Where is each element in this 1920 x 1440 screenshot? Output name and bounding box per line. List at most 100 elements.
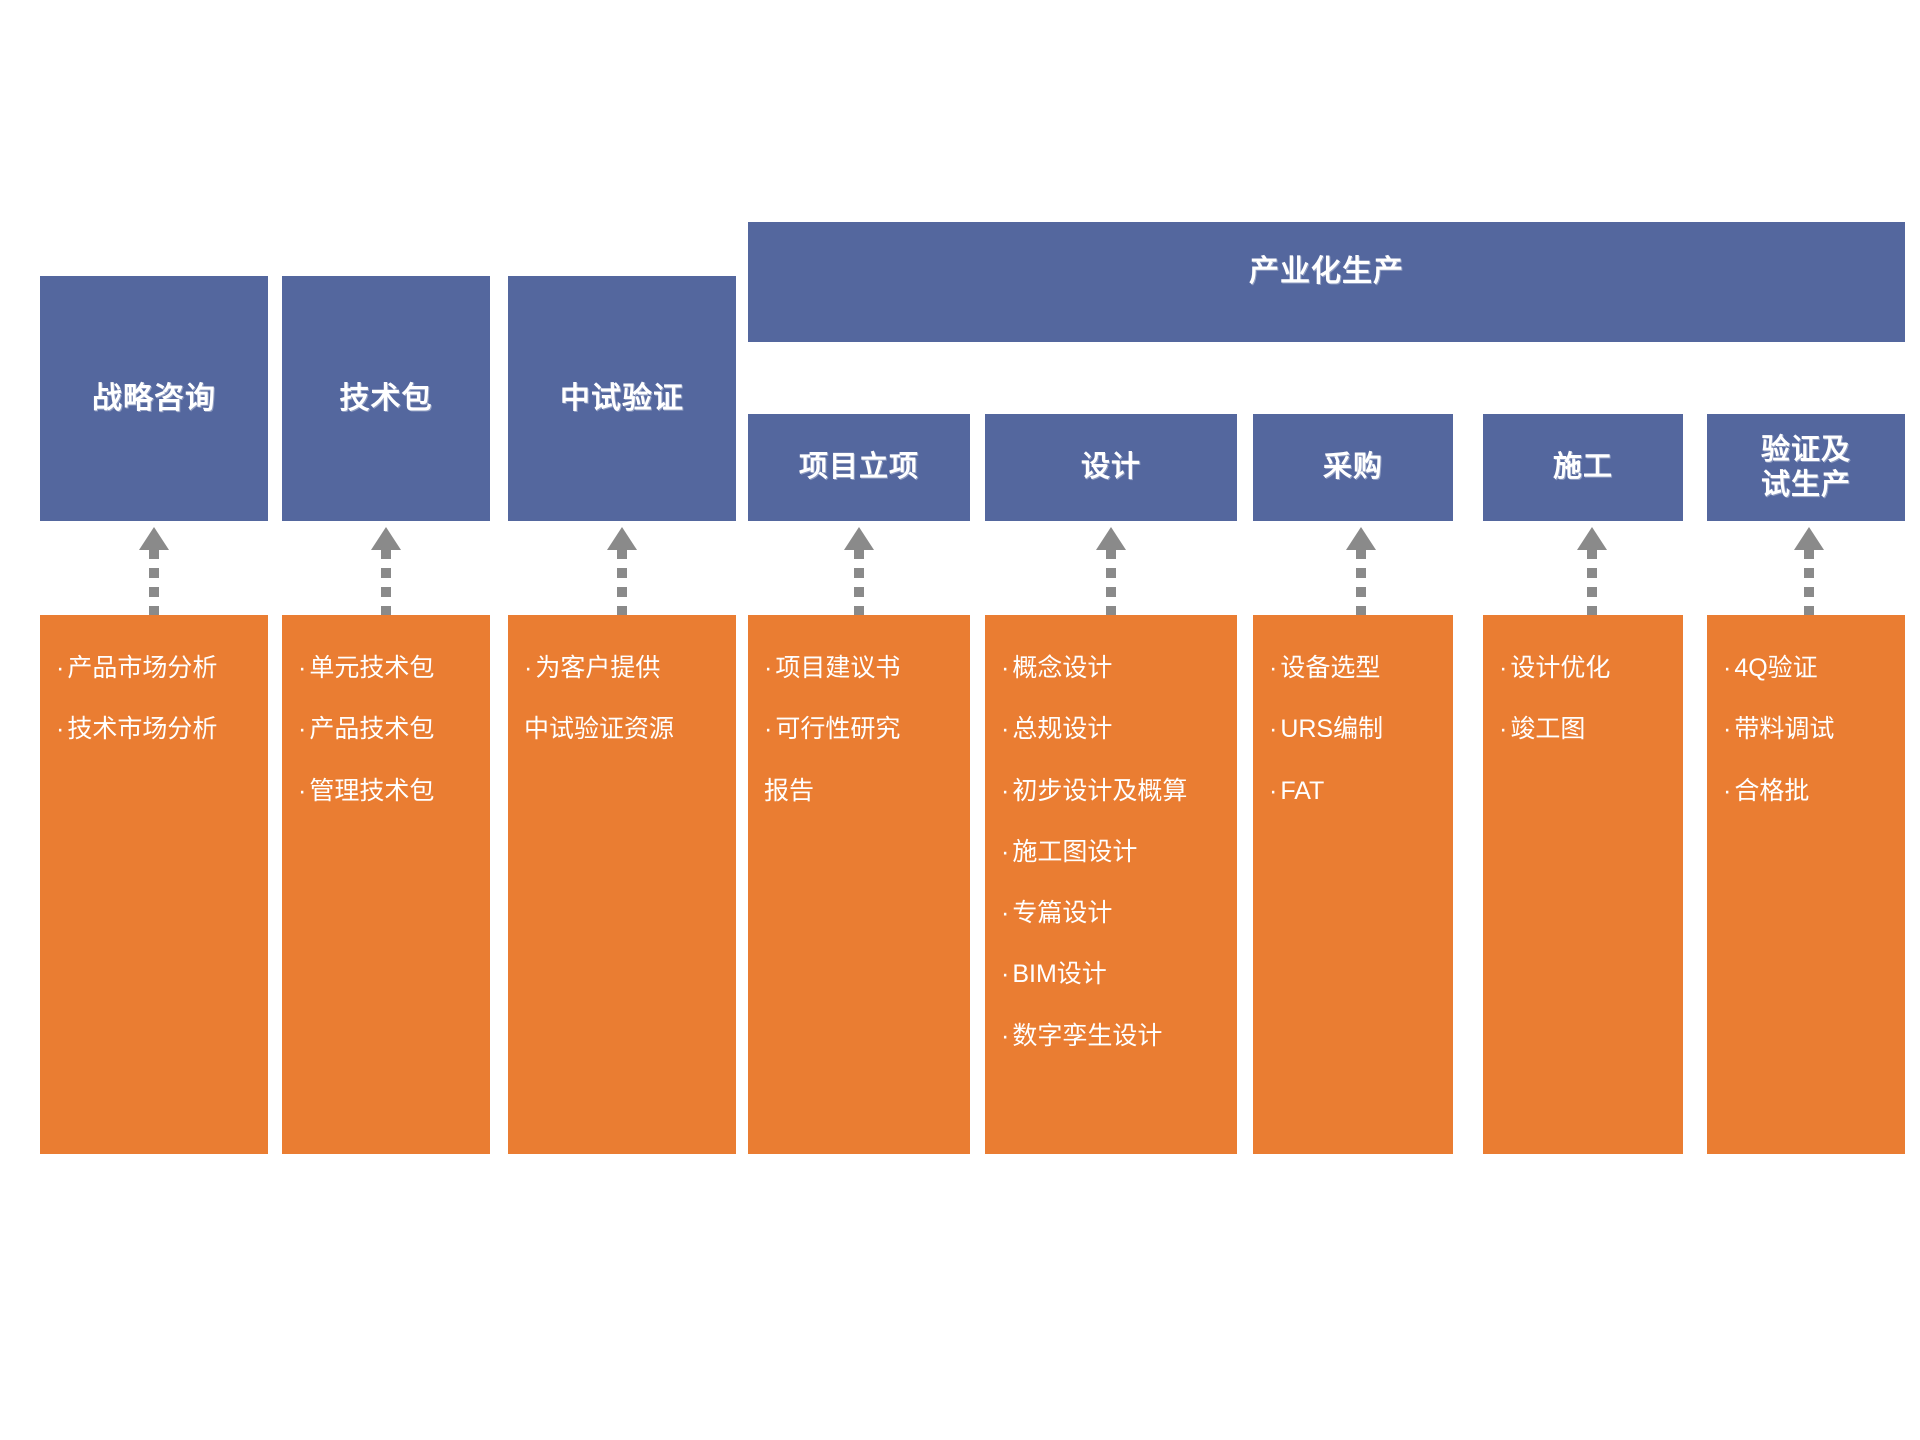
list-item-label: URS编制	[1280, 715, 1384, 744]
list-item-label: 带料调试	[1734, 715, 1835, 744]
bullet-icon: ·	[1001, 837, 1010, 866]
bullet-icon: ·	[1001, 654, 1010, 682]
list-item: ·设备选型	[1253, 653, 1453, 684]
header-pilot[interactable]: 中试验证	[508, 276, 736, 521]
bullet-icon: ·	[1001, 1021, 1010, 1050]
list-item-label: 为客户提供	[535, 654, 661, 682]
list-item: ·产品市场分析	[40, 653, 268, 684]
header-validation-label-line1: 验证及	[1760, 434, 1851, 467]
list-item: ·专篇设计	[985, 898, 1237, 929]
arrow-stem-icon	[1587, 549, 1597, 615]
bullet-icon: ·	[764, 715, 773, 744]
list-item: ·数字孪生设计	[985, 1021, 1237, 1052]
list-item: ·概念设计	[985, 653, 1237, 684]
header-validation[interactable]: 验证及 试生产	[1707, 414, 1905, 521]
header-validation-label-line2: 试生产	[1760, 468, 1851, 501]
list-item: ·URS编制	[1253, 714, 1453, 745]
header-procurement-label: 采购	[1322, 451, 1383, 484]
panel-strategy: ·产品市场分析 ·技术市场分析	[40, 615, 268, 1154]
list-item: ·可行性研究	[748, 714, 970, 745]
header-procurement[interactable]: 采购	[1253, 414, 1453, 521]
header-strategy[interactable]: 战略咨询	[40, 276, 268, 521]
arrow-stem-icon	[617, 549, 627, 615]
bullet-icon: ·	[1723, 715, 1732, 744]
arrow-up-dashed-procurement	[1341, 527, 1381, 615]
list-item-label: 项目建议书	[775, 654, 901, 682]
bullet-icon: ·	[524, 654, 533, 682]
header-construction[interactable]: 施工	[1483, 414, 1683, 521]
panel-construction: ·设计优化 · 竣工图	[1483, 615, 1683, 1154]
bullet-icon: ·	[56, 715, 65, 744]
arrow-stem-icon	[1804, 549, 1814, 615]
header-initiation[interactable]: 项目立项	[748, 414, 970, 521]
bullet-icon: ·	[298, 776, 307, 805]
arrow-head-icon	[844, 527, 874, 550]
list-item: ·总规设计	[985, 714, 1237, 745]
bullet-icon: ·	[1499, 654, 1508, 682]
panel-initiation: ·项目建议书 ·可行性研究 报告	[748, 615, 970, 1154]
list-item-label: 可行性研究	[775, 715, 901, 744]
list-item-label: 设备选型	[1280, 654, 1381, 682]
panel-techpack: ·单元技术包 ·产品技术包 ·管理技术包	[282, 615, 490, 1154]
list-item: ·初步设计及概算	[985, 776, 1237, 807]
header-strategy-label: 战略咨询	[92, 381, 216, 415]
list-item: ·合格批	[1707, 776, 1905, 807]
list-item-continuation: 报告	[748, 776, 970, 807]
arrow-up-dashed-initiation	[839, 527, 879, 615]
arrow-stem-icon	[1356, 549, 1366, 615]
arrow-stem-icon	[381, 549, 391, 615]
arrow-up-dashed-construction	[1572, 527, 1612, 615]
list-item-label: 产品市场分析	[67, 654, 218, 682]
bullet-icon: ·	[1001, 715, 1010, 744]
arrow-head-icon	[1346, 527, 1376, 550]
list-item: ·管理技术包	[282, 776, 490, 807]
arrow-head-icon	[139, 527, 169, 550]
bullet-icon: ·	[1269, 776, 1278, 805]
list-item-label: 单元技术包	[309, 654, 435, 682]
list-item-continuation: 中试验证资源	[508, 714, 736, 745]
list-item-label: FAT	[1280, 776, 1325, 805]
list-item: ·为客户提供	[508, 653, 736, 684]
arrow-stem-icon	[149, 549, 159, 615]
list-item: ·带料调试	[1707, 714, 1905, 745]
header-design-label: 设计	[1080, 451, 1141, 484]
list-item-label: BIM设计	[1012, 960, 1107, 989]
umbrella-header-label: 产业化生产	[1249, 255, 1404, 288]
header-initiation-label: 项目立项	[798, 451, 919, 484]
bullet-icon: ·	[298, 654, 307, 682]
arrow-head-icon	[1096, 527, 1126, 550]
panel-validation: ·4Q验证 ·带料调试 ·合格批	[1707, 615, 1905, 1154]
bullet-icon: ·	[764, 654, 773, 682]
bullet-icon: ·	[1723, 776, 1732, 805]
arrow-head-icon	[607, 527, 637, 550]
list-item: ·4Q验证	[1707, 653, 1905, 684]
list-item-label: 总规设计	[1012, 715, 1113, 744]
list-item: ·施工图设计	[985, 837, 1237, 868]
list-item-label: 概念设计	[1012, 654, 1113, 682]
list-item: ·单元技术包	[282, 653, 490, 684]
list-item-label: 竣工图	[1510, 715, 1586, 744]
list-item: ·设计优化	[1483, 653, 1683, 684]
arrow-up-dashed-strategy	[134, 527, 174, 615]
arrow-stem-icon	[1106, 549, 1116, 615]
arrow-head-icon	[1794, 527, 1824, 550]
list-item-label: 数字孪生设计	[1012, 1021, 1163, 1050]
panel-design: ·概念设计 ·总规设计 ·初步设计及概算 ·施工图设计 ·专篇设计 ·BIM设计…	[985, 615, 1237, 1154]
header-techpack[interactable]: 技术包	[282, 276, 490, 521]
arrow-stem-icon	[854, 549, 864, 615]
list-item-label: 合格批	[1734, 776, 1810, 805]
bullet-icon: ·	[56, 654, 65, 682]
bullet-icon: ·	[298, 715, 307, 744]
umbrella-header-industrialized-production: 产业化生产	[748, 222, 1905, 342]
list-item-label: 报告	[764, 776, 815, 805]
list-item-label: 初步设计及概算	[1012, 776, 1188, 805]
header-construction-label: 施工	[1552, 451, 1613, 484]
arrow-up-dashed-pilot	[602, 527, 642, 615]
list-item: ·FAT	[1253, 776, 1453, 807]
bullet-icon: ·	[1269, 654, 1278, 682]
panel-procurement: ·设备选型 ·URS编制 ·FAT	[1253, 615, 1453, 1154]
header-design[interactable]: 设计	[985, 414, 1237, 521]
list-item: ·项目建议书	[748, 653, 970, 684]
list-item-label: 4Q验证	[1734, 654, 1818, 682]
